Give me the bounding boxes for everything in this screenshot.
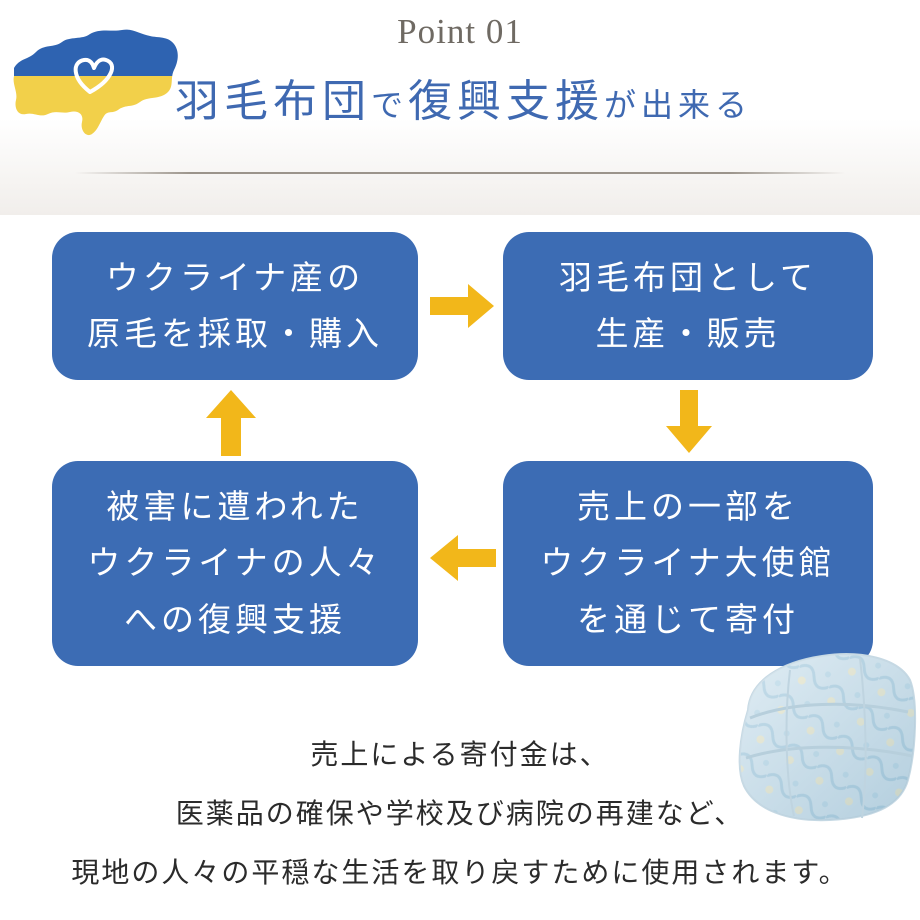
arrow-up-icon <box>206 390 256 456</box>
flow-box-purchase: ウクライナ産の 原毛を採取・購入 <box>52 232 418 380</box>
header-divider <box>75 172 845 174</box>
ukraine-map-heart-icon <box>13 29 178 136</box>
arrow-down-icon <box>666 390 712 453</box>
flow-box-production-line-2: 生産・販売 <box>595 314 781 353</box>
flow-box-production: 羽毛布団として 生産・販売 <box>503 232 873 380</box>
headline-part-3: 復興支援 <box>408 76 605 127</box>
flow-box-purchase-line-1: ウクライナ産の <box>105 257 365 297</box>
flow-box-donation-line-3: を通じて寄付 <box>577 599 799 639</box>
arrow-left-icon <box>430 535 496 581</box>
header-band <box>0 0 920 215</box>
flow-box-donation-line-2: ウクライナ大使館 <box>540 543 836 583</box>
flow-box-production-line-1: 羽毛布団として <box>558 257 817 297</box>
flow-box-donation: 売上の一部を ウクライナ大使館 を通じて寄付 <box>503 461 873 666</box>
page-title: 羽毛布団で復興支援が出来る <box>175 80 752 124</box>
flow-box-support-line-3: への復興支援 <box>124 599 346 639</box>
footer-line-3: 現地の人々の平穏な生活を取り戻すために使用されます。 <box>71 856 849 889</box>
headline-part-2: で <box>371 86 409 124</box>
point-label: Point 01 <box>397 12 523 51</box>
footer-line-1: 売上による寄付金は、 <box>310 738 610 771</box>
flow-box-purchase-line-2: 原毛を採取・購入 <box>87 314 383 353</box>
flow-box-support-line-2: ウクライナの人々 <box>87 543 383 583</box>
arrow-right-icon <box>430 284 494 328</box>
headline-part-4: が出来る <box>604 86 753 124</box>
footer-line-2: 医薬品の確保や学校及び病院の再建など、 <box>175 797 745 830</box>
flow-box-donation-line-1: 売上の一部を <box>577 487 799 527</box>
flow-box-support: 被害に遭われた ウクライナの人々 への復興支援 <box>52 461 418 666</box>
headline-part-1: 羽毛布団 <box>175 76 371 127</box>
duvet-image <box>738 653 917 822</box>
flow-box-support-line-1: 被害に遭われた <box>106 487 364 527</box>
